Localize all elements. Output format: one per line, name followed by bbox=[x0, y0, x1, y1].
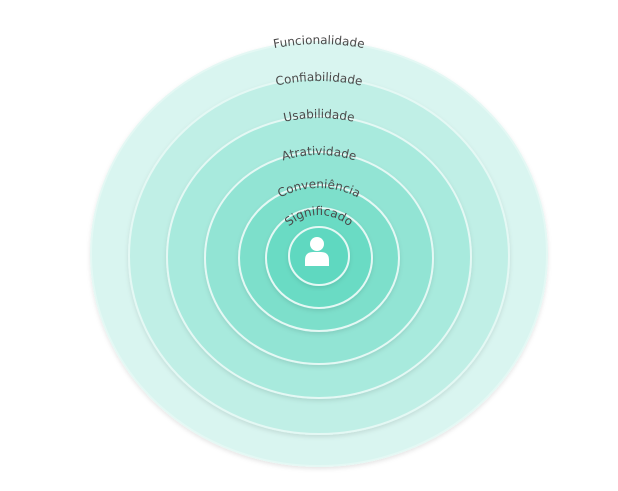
label-usabilidade: Usabilidade bbox=[282, 107, 356, 125]
label-atratividade: Atratividade bbox=[280, 144, 358, 163]
user-icon bbox=[305, 237, 329, 266]
label-confiabilidade: Confiabilidade bbox=[274, 70, 363, 89]
